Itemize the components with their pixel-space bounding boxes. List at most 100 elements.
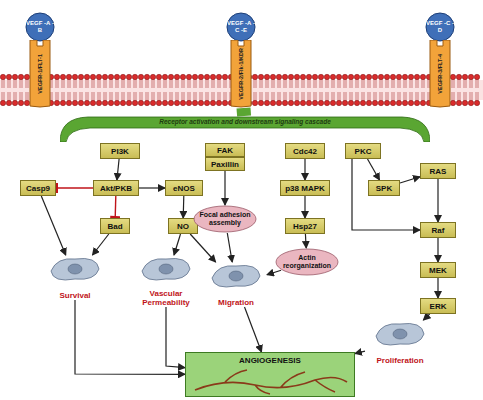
lipid-tail <box>344 79 345 88</box>
lipid-tail <box>346 92 347 101</box>
arrow-connector <box>41 196 65 255</box>
lipid-tail <box>298 92 299 101</box>
lipid-tail <box>364 92 365 101</box>
lipid-tail <box>98 92 99 101</box>
arrow-connector <box>174 234 181 255</box>
arrow-connector <box>304 196 305 218</box>
lipid-head <box>144 74 149 79</box>
lipid-head <box>156 100 161 105</box>
lipid-tail <box>466 79 467 88</box>
lipid-head <box>258 100 263 105</box>
lipid-head <box>54 100 59 105</box>
lipid-head <box>366 74 371 79</box>
lipid-tail <box>16 79 17 88</box>
arrow-connector <box>437 278 438 298</box>
lipid-tail <box>136 92 137 101</box>
lipid-tail <box>314 79 315 88</box>
lipid-tail <box>260 79 261 88</box>
lipid-head <box>348 74 353 79</box>
lipid-tail <box>176 79 177 88</box>
lipid-head <box>186 100 191 105</box>
lipid-tail <box>128 92 129 101</box>
lipid-head <box>168 100 173 105</box>
lipid-head <box>150 100 155 105</box>
lipid-head <box>318 74 323 79</box>
lipid-tail <box>82 79 83 88</box>
process-ellipse: Focal adhesion assembly <box>193 205 257 233</box>
lipid-tail <box>220 92 221 101</box>
lipid-head <box>126 100 131 105</box>
ligands <box>26 13 454 41</box>
process-box: FAK <box>205 143 245 157</box>
lipid-tail <box>80 92 81 101</box>
lipid-tail <box>380 79 381 88</box>
lipid-head <box>414 74 419 79</box>
lipid-tail <box>316 79 317 88</box>
lipid-tail <box>118 92 119 101</box>
lipid-tail <box>74 92 75 101</box>
lipid-tail <box>310 79 311 88</box>
lipid-tail <box>322 79 323 88</box>
lipid-tail <box>152 92 153 101</box>
lipid-tail <box>62 79 63 88</box>
lipid-tail <box>124 79 125 88</box>
lipid-head <box>156 74 161 79</box>
lipid-tail <box>182 79 183 88</box>
lipid-tail <box>398 92 399 101</box>
lipid-tail <box>190 92 191 101</box>
lipid-tail <box>454 79 455 88</box>
lipid-tail <box>8 92 9 101</box>
lipid-tail <box>478 92 479 101</box>
node-text: Cdc42 <box>293 147 317 156</box>
lipid-tail <box>112 79 113 88</box>
lipid-tail <box>56 79 57 88</box>
lipid-head <box>342 74 347 79</box>
lipid-tail <box>382 79 383 88</box>
lipid-tail <box>170 92 171 101</box>
lipid-head <box>396 100 401 105</box>
lipid-tail <box>464 79 465 88</box>
process-box: SPK <box>368 180 400 196</box>
lipid-tail <box>106 79 107 88</box>
lipid-head <box>288 74 293 79</box>
lipid-head <box>312 74 317 79</box>
lipid-tail <box>260 92 261 101</box>
lipid-head <box>90 100 95 105</box>
lipid-tail <box>268 92 269 101</box>
lipid-tail <box>262 79 263 88</box>
lipid-tail <box>406 79 407 88</box>
lipid-tail <box>272 92 273 101</box>
lipid-head <box>306 100 311 105</box>
inhibition-connector <box>114 196 116 218</box>
lipid-tail <box>98 79 99 88</box>
lipid-tail <box>404 92 405 101</box>
lipid-tail <box>356 92 357 101</box>
lipid-head <box>318 100 323 105</box>
node-text: Raf <box>432 226 445 235</box>
lipid-tail <box>70 92 71 101</box>
lipid-head <box>456 74 461 79</box>
lipid-head <box>204 100 209 105</box>
lipid-head <box>0 74 5 79</box>
lipid-tail <box>400 79 401 88</box>
outcome-cell: Proliferation <box>365 320 435 365</box>
lipid-tail <box>400 92 401 101</box>
lipid-tail <box>20 92 21 101</box>
lipid-tail <box>100 92 101 101</box>
lipid-tail <box>218 79 219 88</box>
lipid-tail <box>364 79 365 88</box>
lipid-tail <box>56 92 57 101</box>
process-box: Paxillin <box>205 157 245 171</box>
lipid-tail <box>218 92 219 101</box>
lipid-tail <box>394 92 395 101</box>
node-text: VEGFR-1/FLT-1 <box>37 54 43 94</box>
lipid-head <box>186 74 191 79</box>
lipid-tail <box>302 79 303 88</box>
lipid-tail <box>194 92 195 101</box>
vessel-sketch <box>195 370 347 394</box>
lipid-tail <box>286 92 287 101</box>
lipid-tail <box>122 79 123 88</box>
lipid-tail <box>410 79 411 88</box>
lipid-head <box>420 74 425 79</box>
lipid-tail <box>170 79 171 88</box>
